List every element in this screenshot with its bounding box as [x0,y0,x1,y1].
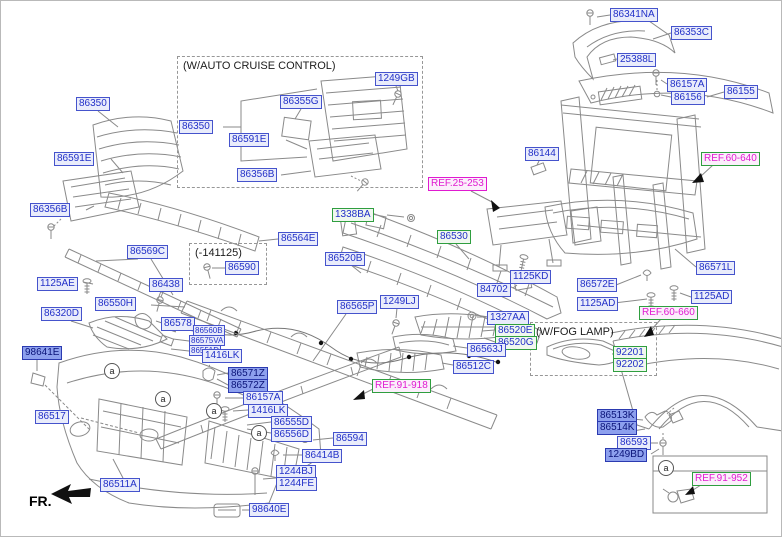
part-label-ref-25-253[interactable]: REF.25-253 [428,177,487,191]
part-label-86414b[interactable]: 86414B [302,449,343,463]
part-label-86512c[interactable]: 86512C [453,360,495,374]
part-label-ref-91-952[interactable]: REF.91-952 [692,472,751,486]
part-label-86550h[interactable]: 86550H [95,297,137,311]
part-label-86355g[interactable]: 86355G [280,95,322,109]
part-label-1249gb[interactable]: 1249GB [375,72,418,86]
fr-indicator: FR. [29,484,91,509]
part-label-86511a[interactable]: 86511A [100,478,140,492]
part-label-86563j[interactable]: 86563J [467,343,506,357]
part-label-ref-60-660[interactable]: REF.60-660 [639,306,698,320]
part-label-98640e[interactable]: 98640E [249,503,290,517]
part-label-86520b[interactable]: 86520B [325,252,366,266]
part-label-86565p[interactable]: 86565P [337,300,378,314]
part-label-86569c[interactable]: 86569C [127,245,169,259]
part-label-86517[interactable]: 86517 [35,410,69,424]
part-label-1249lj[interactable]: 1249LJ [380,295,419,309]
part-label-86341na[interactable]: 86341NA [610,8,658,22]
part-label-1244fe[interactable]: 1244FE [276,477,318,491]
part-label-1125kd[interactable]: 1125KD [510,270,552,284]
part-label-86530[interactable]: 86530 [437,230,471,244]
part-label-92202[interactable]: 92202 [613,358,647,372]
part-label-86590[interactable]: 86590 [225,261,259,275]
part-label-86157a[interactable]: 86157A [667,78,708,92]
part-label-86438[interactable]: 86438 [149,278,183,292]
part-label-86356b[interactable]: 86356B [30,203,71,217]
part-label-ref-91-918[interactable]: REF.91-918 [372,379,431,393]
part-label-1125ad[interactable]: 1125AD [691,290,733,304]
part-label-25388l[interactable]: 25388L [617,53,657,67]
part-label-86320d[interactable]: 86320D [41,307,83,321]
part-label-ref-60-640[interactable]: REF.60-640 [701,152,760,166]
part-label-98641e[interactable]: 98641E [22,346,63,360]
part-label-86350[interactable]: 86350 [179,120,213,134]
part-label-1327aa[interactable]: 1327AA [487,311,529,325]
part-label-86591e[interactable]: 86591E [54,152,95,166]
part-label-86564e[interactable]: 86564E [278,232,319,246]
part-label-1416lk[interactable]: 1416LK [248,404,289,418]
part-label-86155[interactable]: 86155 [724,85,758,99]
part-label-86156[interactable]: 86156 [671,91,705,105]
part-label-86571l[interactable]: 86571L [696,261,736,275]
part-label-84702[interactable]: 84702 [477,283,511,297]
part-label-1125ae[interactable]: 1125AE [37,277,78,291]
part-label-86353c[interactable]: 86353C [671,26,713,40]
part-label-1125ad[interactable]: 1125AD [577,297,619,311]
part-label-86157a[interactable]: 86157A [243,391,284,405]
part-label-1416lk[interactable]: 1416LK [202,349,243,363]
part-label-1338ba[interactable]: 1338BA [332,208,374,222]
fr-direction-arrow-icon [51,484,91,504]
part-label-86594[interactable]: 86594 [333,432,367,446]
part-label-86578[interactable]: 86578 [161,317,195,331]
part-label-86572e[interactable]: 86572E [577,278,618,292]
part-label-86556d[interactable]: 86556D [271,428,313,442]
part-label-1249bd[interactable]: 1249BD [605,448,648,462]
part-label-86591e[interactable]: 86591E [229,133,270,147]
part-label-92201[interactable]: 92201 [613,346,647,360]
part-label-86514k[interactable]: 86514K [597,421,638,435]
fr-label: FR. [29,493,52,509]
part-label-86356b[interactable]: 86356B [237,168,278,182]
part-label-86144[interactable]: 86144 [525,147,559,161]
part-label-86350[interactable]: 86350 [76,97,110,111]
